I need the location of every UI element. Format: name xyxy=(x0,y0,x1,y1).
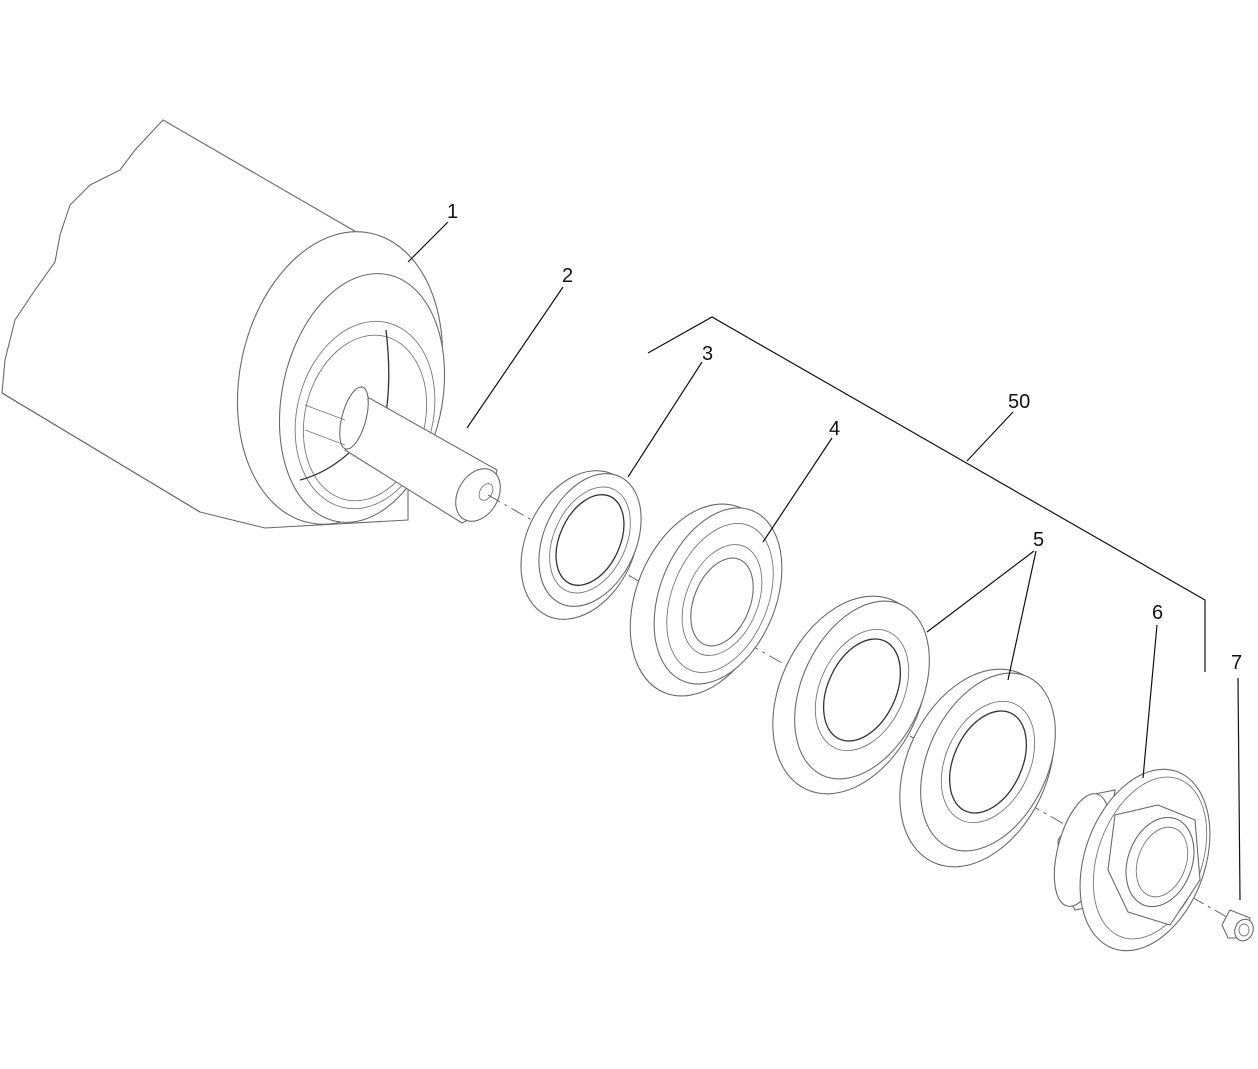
kit-bracket xyxy=(647,316,1206,672)
callout-4: 4 xyxy=(829,418,840,440)
set-screw xyxy=(1221,909,1254,942)
callout-50: 50 xyxy=(1008,391,1030,413)
callout-7: 7 xyxy=(1231,652,1242,674)
callout-1: 1 xyxy=(447,201,458,223)
seal xyxy=(520,470,642,620)
seal-pair xyxy=(772,595,1056,868)
leader-lines xyxy=(407,221,1241,901)
callout-3: 3 xyxy=(702,343,713,365)
flanged-nut xyxy=(1053,768,1211,952)
callout-6: 6 xyxy=(1152,602,1163,624)
ball-bearing xyxy=(629,503,783,697)
shaft xyxy=(304,386,501,524)
callout-2: 2 xyxy=(562,265,573,287)
callout-5: 5 xyxy=(1033,529,1044,551)
